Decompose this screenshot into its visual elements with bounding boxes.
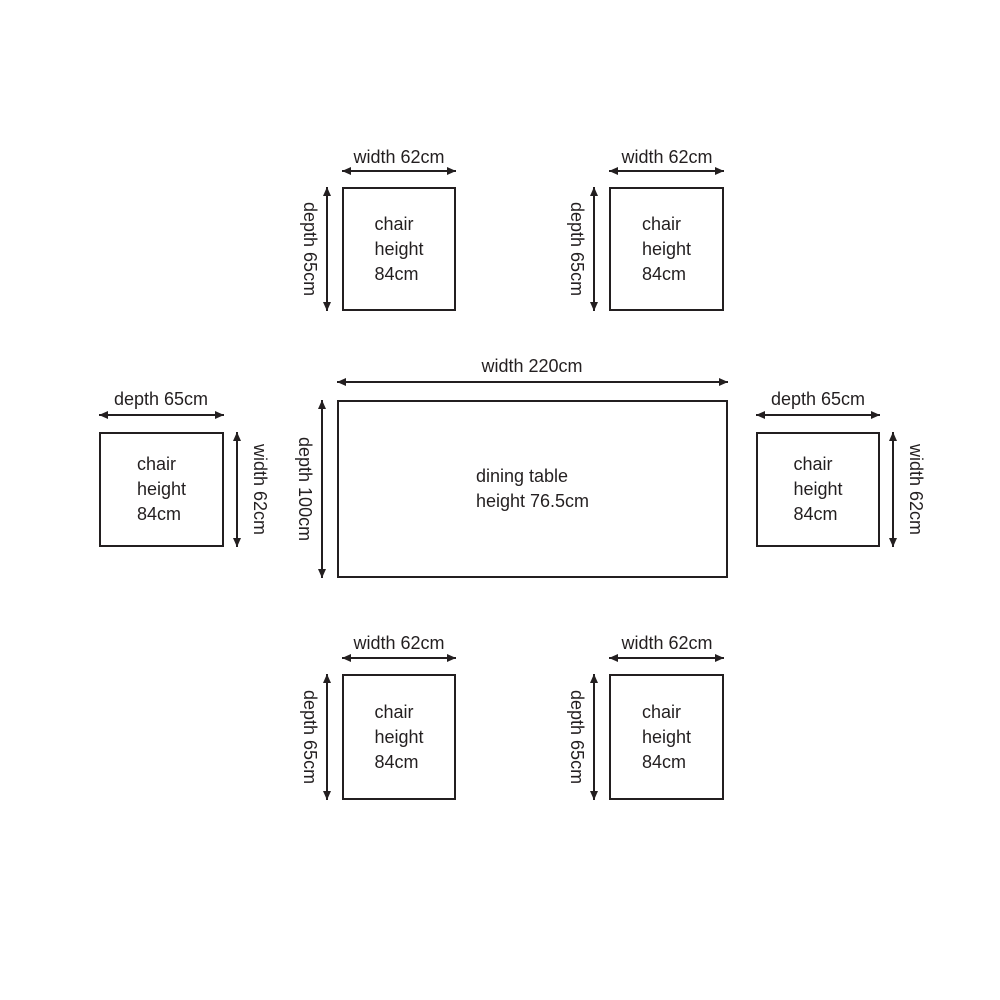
chair-label-line: chair <box>641 701 681 722</box>
chair-label-line: 84cm <box>374 263 419 284</box>
chair-top-left-width-label: width 62cm <box>353 147 445 167</box>
chair-label-line: height <box>374 726 424 747</box>
table-label-line: height 76.5cm <box>475 491 590 511</box>
chair-middle-right-width-label: width 62cm <box>906 443 926 536</box>
chair-middle-left-depth-arrow-icon <box>99 411 224 419</box>
chair-top-right-box: chair height 84cm <box>609 187 724 311</box>
chair-bottom-right-box: chair height 84cm <box>609 674 724 800</box>
chair-top-left-depth-label: depth 65cm <box>300 201 320 297</box>
chair-label-line: height <box>136 479 187 499</box>
table-depth-arrow-icon <box>318 400 326 578</box>
chair-top-right-width-label: width 62cm <box>621 147 713 167</box>
chair-label-line: 84cm <box>793 504 838 524</box>
chair-middle-right-box: chair height 84cm <box>756 432 880 547</box>
chair-middle-left-depth-label: depth 65cm <box>113 389 209 409</box>
chair-label-line: chair <box>374 213 414 234</box>
chair-top-right-width-arrow-icon <box>609 167 724 175</box>
chair-middle-right-width-arrow-icon <box>889 432 897 547</box>
chair-top-right-depth-arrow-icon <box>590 187 598 311</box>
chair-top-left-box: chair height 84cm <box>342 187 456 311</box>
chair-bottom-right-depth-label: depth 65cm <box>567 689 587 785</box>
chair-middle-left-width-label: width 62cm <box>250 443 270 536</box>
chair-bottom-right-width-arrow-icon <box>609 654 724 662</box>
dining-table-label: dining table height 76.5cm <box>476 464 589 514</box>
table-label-line: dining table <box>475 466 569 486</box>
chair-bottom-left-box: chair height 84cm <box>342 674 456 800</box>
chair-label-line: chair <box>374 701 414 722</box>
chair-bottom-right-label: chair height 84cm <box>642 700 691 775</box>
table-width-label: width 220cm <box>481 356 583 376</box>
chair-top-left-depth-arrow-icon <box>323 187 331 311</box>
dining-table-box: dining table height 76.5cm <box>337 400 728 578</box>
chair-label-line: height <box>641 726 692 747</box>
table-width-arrow-icon <box>337 378 728 386</box>
chair-top-right-depth-label: depth 65cm <box>567 201 587 297</box>
chair-label-line: height <box>641 238 692 259</box>
chair-label-line: 84cm <box>641 751 686 772</box>
chair-bottom-right-depth-arrow-icon <box>590 674 598 800</box>
chair-middle-right-depth-label: depth 65cm <box>770 389 866 409</box>
chair-label-line: chair <box>641 213 681 234</box>
chair-label-line: 84cm <box>641 263 686 284</box>
table-depth-label: depth 100cm <box>295 436 315 542</box>
chair-top-left-width-arrow-icon <box>342 167 456 175</box>
chair-bottom-right-width-label: width 62cm <box>621 633 713 653</box>
chair-label-line: chair <box>793 454 833 474</box>
chair-bottom-left-width-label: width 62cm <box>353 633 445 653</box>
chair-top-left-label: chair height 84cm <box>374 212 423 287</box>
chair-label-line: height <box>793 479 843 499</box>
chair-middle-right-depth-arrow-icon <box>756 411 880 419</box>
chair-label-line: 84cm <box>136 504 181 524</box>
chair-bottom-left-depth-label: depth 65cm <box>300 689 320 785</box>
chair-middle-left-box: chair height 84cm <box>99 432 224 547</box>
chair-middle-left-label: chair height 84cm <box>137 452 186 527</box>
chair-bottom-left-width-arrow-icon <box>342 654 456 662</box>
chair-middle-left-width-arrow-icon <box>233 432 241 547</box>
chair-label-line: 84cm <box>374 751 419 772</box>
chair-label-line: height <box>374 238 424 259</box>
chair-top-right-label: chair height 84cm <box>642 212 691 287</box>
chair-bottom-left-label: chair height 84cm <box>374 700 423 775</box>
chair-label-line: chair <box>136 454 176 474</box>
chair-middle-right-label: chair height 84cm <box>793 452 842 527</box>
chair-bottom-left-depth-arrow-icon <box>323 674 331 800</box>
